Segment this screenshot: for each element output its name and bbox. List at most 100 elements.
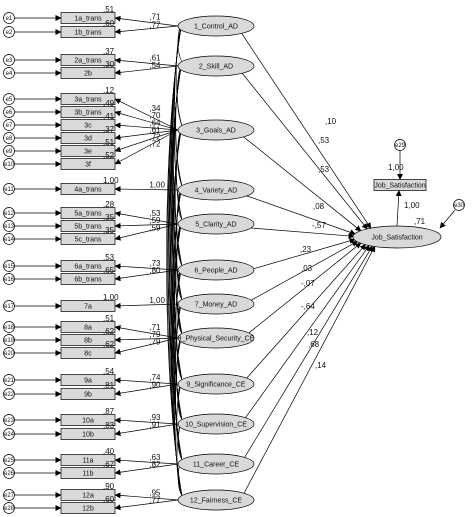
path-coefficient: ,12 [307,328,319,337]
factor-loading: ,91 [149,421,161,430]
path-coefficient: ,14 [315,361,327,370]
error-label: e5 [6,97,13,103]
r-squared: ,62 [103,327,115,336]
path-coefficient: -,07 [301,279,315,288]
indicator-box [60,67,116,79]
loading-arrow [114,210,179,225]
indicator-box [60,26,116,38]
indicator-box [60,273,116,285]
indicator-label: 3d [84,136,92,143]
factor-loading: ,95 [149,488,161,497]
r-squared: ,90 [103,482,115,491]
path-coefficient: ,68 [308,340,320,349]
loading-arrow [114,110,179,131]
error-term [3,414,15,426]
r-squared: ,51 [103,314,115,323]
error-label: e16 [4,277,15,283]
indicator-label: 11a [82,458,93,465]
indicator-box [60,467,116,479]
path-coefficient: ,10 [325,117,337,126]
error-label: e21 [4,378,15,384]
path-coefficient: ,03 [301,264,313,273]
path-coefficient: ,23 [300,245,312,254]
job-satisfaction-indicator-box [373,179,427,191]
indicator-box [60,428,116,440]
factor-loading: ,82 [149,460,161,469]
indicator-box [60,260,116,272]
factor-loading: ,80 [149,266,161,275]
error-term [3,300,15,312]
indicator-box [60,321,116,333]
indicator-label: 3b_trans [74,110,102,117]
r-squared: ,37 [103,125,115,134]
latent-factor-label: 4_Variety_AD [195,188,238,195]
error-term [3,183,15,195]
indicator-label: 3f [85,162,91,169]
r-squared: ,37 [103,47,115,56]
error-term [3,321,15,333]
indicator-label: 3e [84,149,92,156]
indicator-box [60,334,116,346]
r-squared: ,60 [103,495,115,504]
path-coefficient: ,53 [318,136,330,145]
indicator-r-squared: 1,00 [388,163,404,172]
factor-loading: ,72 [149,140,161,149]
error-term [3,106,15,118]
indicator-box [60,300,116,312]
latent-factor [177,55,255,77]
r-squared: ,81 [103,381,115,390]
indicator-label: 2b [84,71,92,78]
latent-factor [177,373,255,395]
factor-loading: ,73 [149,259,161,268]
loading-arrow [114,223,179,241]
error-term [3,502,15,514]
indicator-label: 8b [84,338,92,345]
indicator-label: 10a [82,418,94,425]
error-label: e30 [454,203,465,209]
r-squared: 1,00 [103,293,119,302]
loading-arrow [114,57,179,67]
r-squared: ,62 [103,340,115,349]
latent-factor [177,489,255,511]
indicator-label: 9b [84,392,92,399]
error-term [3,132,15,144]
latent-factor-label: 5_Clarity_AD [195,222,236,229]
error-term [3,467,15,479]
path-to-job-satisfaction [238,238,356,274]
indicator-label: 1a_trans [74,16,102,23]
loading-arrow [395,190,402,227]
error-term [3,119,15,131]
error-label: e25 [4,458,15,464]
error-term [3,489,15,501]
latent-factor [177,119,255,141]
factor-loading: ,64 [149,118,161,127]
factor-loading: ,74 [149,373,161,382]
loading-arrow [114,65,179,76]
factor-loading: ,61 [149,54,161,63]
latent-factor [177,453,255,475]
latent-factor-label: 12_Fairness_CE [190,498,242,505]
error-label: e14 [4,237,15,243]
path-to-job-satisfaction [238,28,372,229]
r-squared: ,41 [103,112,115,121]
path-to-job-satisfaction [238,192,356,236]
factor-loading: ,79 [149,330,161,339]
error-label: e24 [4,432,15,438]
loading-arrow [114,98,179,131]
error-term [3,158,15,170]
indicator-box [60,388,116,400]
indicator-box [60,489,116,501]
r-squared: ,35 [103,213,115,222]
path-to-job-satisfaction [238,245,373,468]
job-satisfaction-label: Job_Satisfaction [371,235,422,242]
error-term [3,93,15,105]
latent-factor-label: 6_People_AD [194,268,237,275]
loading-arrow [114,25,179,35]
error-label: e12 [4,211,15,217]
covariance-arc [175,379,183,497]
indicator-label: 5c_trans [75,237,102,244]
error-label: e15 [4,264,15,270]
error-label: e6 [6,110,13,116]
path-to-job-satisfaction [238,245,376,504]
